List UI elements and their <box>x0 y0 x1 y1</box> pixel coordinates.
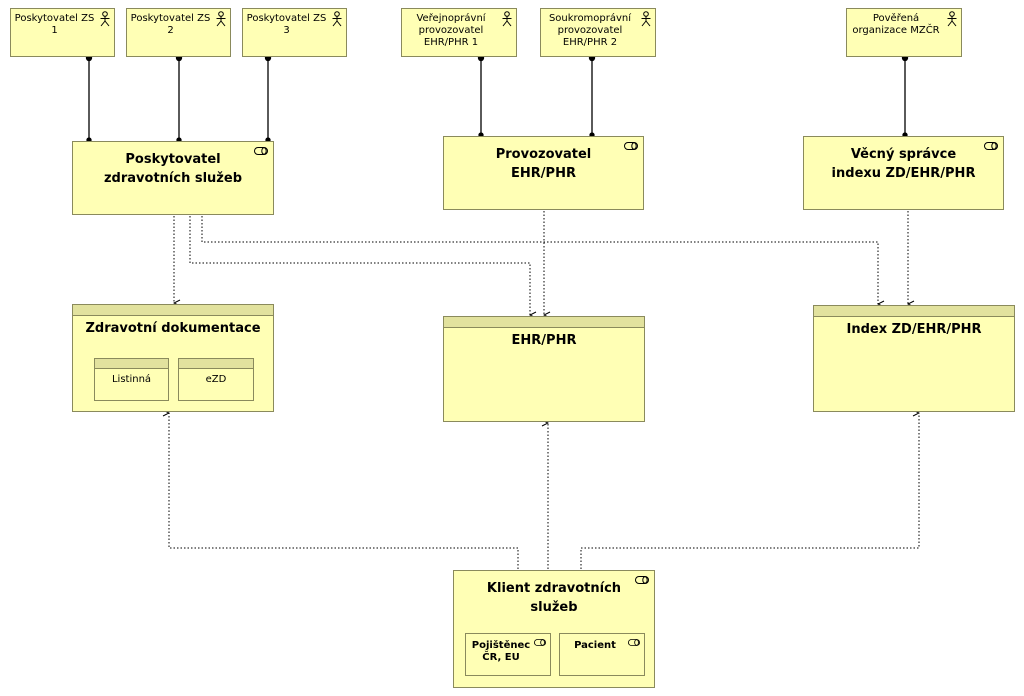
object-label: EHR/PHR <box>511 333 577 348</box>
role-insured[interactable]: Pojištěnec ČR, EU <box>465 633 551 676</box>
actor-icon <box>216 11 226 27</box>
actor-icon <box>947 11 957 27</box>
role-label: Pacient <box>574 640 616 651</box>
object-header-bar <box>444 317 644 328</box>
role-label: Pojištěnec ČR, EU <box>471 640 531 663</box>
actor-private-operator[interactable]: Soukromoprávní provozovatel EHR/PHR 2 <box>540 8 656 57</box>
object-label: Zdravotní dokumentace <box>85 321 261 336</box>
actor-label: Poskytovatel ZS 1 <box>14 13 95 36</box>
object-label: Index ZD/EHR/PHR <box>846 322 982 337</box>
role-ehr-operator[interactable]: Provozovatel EHR/PHR <box>443 136 644 210</box>
role-patient[interactable]: Pacient <box>559 633 645 676</box>
role-icon <box>534 639 546 646</box>
actor-label: Poskytovatel ZS 3 <box>246 13 327 36</box>
role-label: Poskytovatel zdravotních služeb <box>103 152 242 186</box>
assignment-lines <box>85 54 909 143</box>
actor-label: Soukromoprávní provozovatel EHR/PHR 2 <box>548 13 632 48</box>
object-header-bar <box>179 359 253 369</box>
role-label: Věcný správce indexu ZD/EHR/PHR <box>831 147 976 181</box>
actor-provider-zs1[interactable]: Poskytovatel ZS 1 <box>10 8 115 57</box>
role-icon <box>628 639 640 646</box>
object-header-bar <box>73 305 273 316</box>
role-icon <box>254 147 268 155</box>
actor-icon <box>641 11 651 27</box>
role-label: Provozovatel EHR/PHR <box>495 147 592 181</box>
object-index[interactable]: Index ZD/EHR/PHR <box>813 305 1015 412</box>
object-health-documentation[interactable]: Zdravotní dokumentace Listinná eZD <box>72 304 274 412</box>
actor-label: Pověřená organizace MZČR <box>852 13 940 36</box>
actor-authorized-organization[interactable]: Pověřená organizace MZČR <box>846 8 962 57</box>
role-healthcare-client[interactable]: Klient zdravotních služeb Pojištěnec ČR,… <box>453 570 655 688</box>
object-header-bar <box>95 359 168 369</box>
actor-public-operator[interactable]: Veřejnoprávní provozovatel EHR/PHR 1 <box>401 8 517 57</box>
actor-icon <box>502 11 512 27</box>
role-index-administrator[interactable]: Věcný správce indexu ZD/EHR/PHR <box>803 136 1004 210</box>
object-ezd[interactable]: eZD <box>178 358 254 401</box>
role-icon <box>624 142 638 150</box>
actor-provider-zs2[interactable]: Poskytovatel ZS 2 <box>126 8 231 57</box>
object-label: Listinná <box>111 374 152 385</box>
role-label: Klient zdravotních služeb <box>486 581 622 615</box>
actor-label: Poskytovatel ZS 2 <box>130 13 211 36</box>
object-ehr-phr[interactable]: EHR/PHR <box>443 316 645 422</box>
access-lines <box>169 211 919 569</box>
actor-label: Veřejnoprávní provozovatel EHR/PHR 1 <box>416 13 486 48</box>
object-header-bar <box>814 306 1014 317</box>
role-healthcare-provider[interactable]: Poskytovatel zdravotních služeb <box>72 141 274 215</box>
role-icon <box>984 142 998 150</box>
actor-icon <box>100 11 110 27</box>
actor-provider-zs3[interactable]: Poskytovatel ZS 3 <box>242 8 347 57</box>
object-label: eZD <box>205 374 227 385</box>
actor-icon <box>332 11 342 27</box>
object-paper-documentation[interactable]: Listinná <box>94 358 169 401</box>
role-icon <box>635 576 649 584</box>
